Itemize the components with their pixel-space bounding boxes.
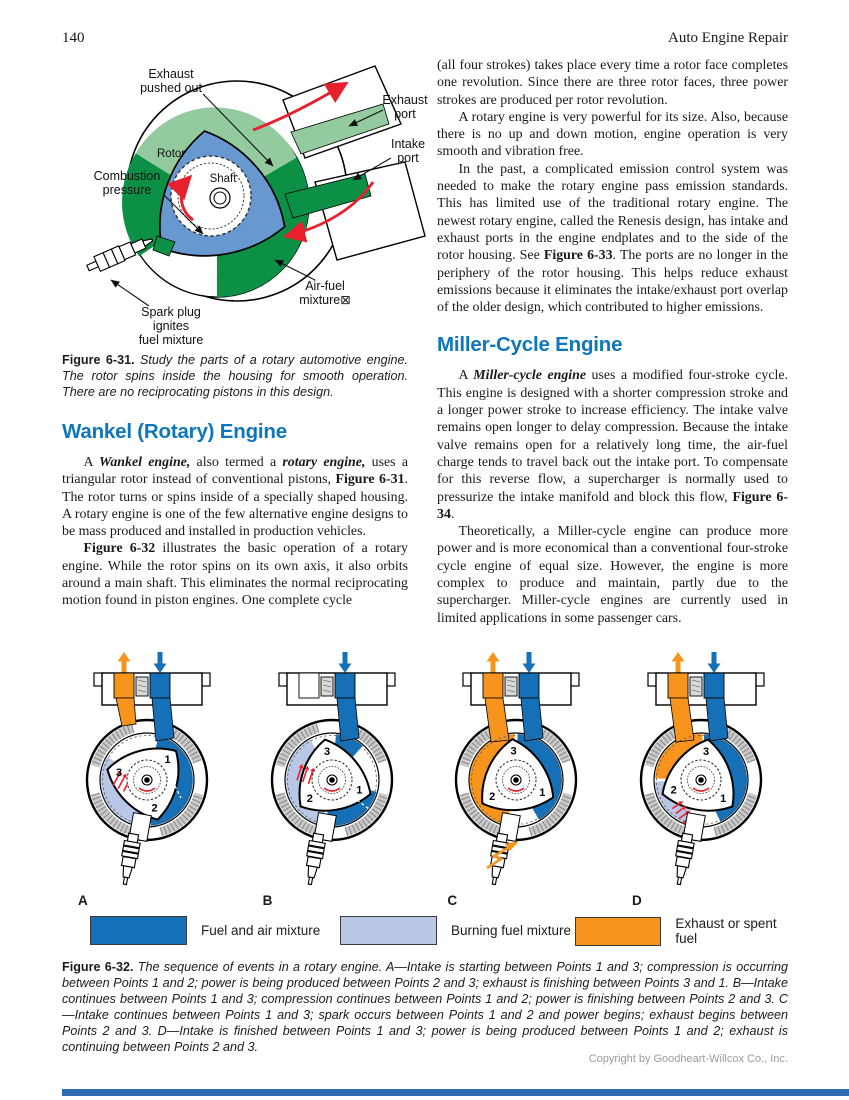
svg-text:2: 2 [671,784,677,796]
legend-item: Exhaust or spent fuel [575,916,788,946]
label-spark-plug: Spark plug [141,305,201,319]
left-column: Figure 6-31. Study the parts of a rotary… [62,352,408,610]
svg-text:1: 1 [164,754,170,766]
wankel-paragraph-1: A Wankel engine, also termed a rotary en… [62,455,409,540]
legend-label: Fuel and air mixture [201,923,321,938]
intake-channel [284,173,372,219]
right-paragraph-2: A rotary engine is very powerful for its… [437,109,788,160]
panel-letter: D [631,893,642,908]
right-column: (all four strokes) takes place every tim… [437,57,788,627]
label-intake-port-2: port [397,151,419,165]
figure-6-31-diagram: Exhaust pushed out Exhaust port Combusti… [86,65,428,347]
miller-paragraph-1: A Miller-cycle engine uses a modified fo… [437,368,789,522]
exhaust-up-arrow [486,652,500,673]
heading-wankel: Wankel (Rotary) Engine [62,420,287,443]
intake-down-arrow [153,652,167,673]
shaft-inner-circle [213,191,227,205]
legend-swatch [90,916,187,945]
spark-channel [152,235,176,257]
caption-lead: Figure 6-31. [62,353,135,367]
caption-text: Study the parts of a rotary automotive e… [62,353,408,399]
label-exhaust-pushed-out-2: pushed out [140,81,202,95]
legend-item: Fuel and air mixture [90,916,320,945]
spark-plug [305,832,326,886]
svg-text:2: 2 [489,791,495,803]
right-paragraph-1: (all four strokes) takes place every tim… [437,58,788,108]
rotation-arrow [166,174,194,222]
legend-swatch [340,916,437,945]
label-exhaust-port-2: port [394,107,416,121]
label-air-fuel: Air-fuel [305,279,345,293]
page-footer-bar [62,1089,849,1096]
legend-label: Exhaust or spent fuel [675,916,777,946]
exhaust-up-arrow [117,652,131,673]
exhaust-up-arrow [671,652,685,673]
leader-intake-port [352,157,392,181]
copyright-notice: Copyright by Goodheart-Willcox Co., Inc. [588,1053,788,1065]
label-combustion-pressure: Combustion [94,169,161,183]
gear-inner-ring [177,162,245,230]
leader-spark-plug [110,279,150,307]
caption-text: The sequence of events in a rotary engin… [62,960,788,1054]
running-head: 140 Auto Engine Repair [62,30,788,47]
figure-6-31-caption: Figure 6-31. Study the parts of a rotary… [62,352,408,400]
panel-letter: C [447,893,458,908]
intake-down-arrow [707,652,721,673]
page-number: 140 [62,30,85,46]
label-intake-port: Intake [391,137,425,151]
svg-text:3: 3 [116,767,122,779]
exhaust-flow-arrow [252,81,349,132]
label-exhaust-port: Exhaust [382,93,428,107]
spark-plug [120,832,141,886]
label-rotor: Rotor [157,148,185,160]
svg-text:3: 3 [511,746,517,758]
miller-paragraph-2: Theoretically, a Miller-cycle engine can… [437,524,788,626]
legend-swatch [575,916,662,946]
svg-text:1: 1 [356,784,362,796]
svg-text:1: 1 [540,787,546,799]
intake-down-arrow [338,652,352,673]
right-paragraph-3: In the past, a complicated emission cont… [437,161,789,316]
label-combustion-pressure-2: pressure [103,183,152,197]
label-spark-plug-3: fuel mixture [139,333,204,347]
leader-exhaust-port [348,109,384,127]
label-spark-plug-2: ignites [153,319,189,333]
intake-down-arrow [522,652,536,673]
svg-text:2: 2 [151,803,157,815]
spark-plug [86,238,154,273]
figure-6-32-caption: Figure 6-32. The sequence of events in a… [62,959,788,1055]
exhaust-channel [290,103,390,155]
book-title: Auto Engine Repair [668,30,788,46]
label-shaft: Shaft [210,173,238,185]
leader-combustion [162,193,204,235]
panel-letter: A [78,893,88,908]
label-exhaust-pushed-out: Exhaust [148,67,194,81]
label-air-fuel-2: mixture⊠ [299,293,350,307]
intake-flow-arrow [282,181,375,243]
spark-plug [674,832,695,886]
figure-6-32-legend: Fuel and air mixture Burning fuel mixture… [62,916,788,946]
legend-item: Burning fuel mixture [340,916,571,945]
wankel-paragraph-2: Figure 6-32 illustrates the basic operat… [62,541,408,609]
caption-lead: Figure 6-32. [62,960,134,974]
leader-exhaust-pushed-out [202,93,274,167]
leader-air-fuel [274,259,316,281]
heading-miller: Miller-Cycle Engine [437,333,623,357]
svg-text:3: 3 [324,746,330,758]
svg-text:1: 1 [720,793,726,805]
svg-text:3: 3 [703,746,709,758]
svg-text:2: 2 [306,793,312,805]
legend-label: Burning fuel mixture [451,923,572,938]
panel-letter: B [262,893,273,908]
